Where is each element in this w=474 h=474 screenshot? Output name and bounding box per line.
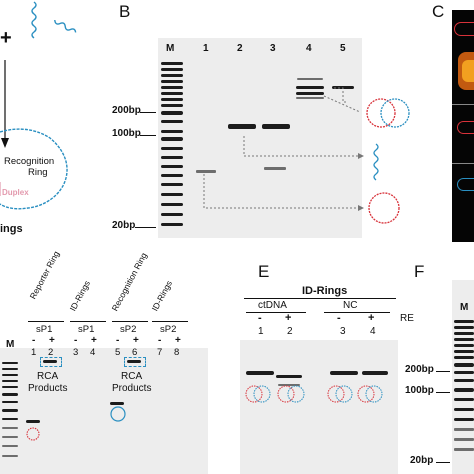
lane-label-2: 2 xyxy=(237,43,243,54)
fluor-ring-1 xyxy=(454,22,474,36)
ring-icons-e xyxy=(245,385,383,403)
sign-d-7: - xyxy=(158,335,162,346)
header-id-rings-1: ID-Rings xyxy=(67,278,92,313)
sp1-label-1: sP1 xyxy=(36,324,53,335)
red-ring-icon xyxy=(368,192,400,224)
band-d-lane1 xyxy=(26,420,40,423)
gel-d xyxy=(0,348,208,474)
lane-label-1: 1 xyxy=(203,43,209,54)
panel-letter-e: E xyxy=(258,262,270,281)
band-e-lane3 xyxy=(330,371,358,375)
band-d-lane5 xyxy=(110,402,124,405)
lane-e-4: 4 xyxy=(370,326,376,337)
linear-dna-icon xyxy=(373,143,379,181)
panel-letter-f: F xyxy=(414,262,425,281)
group-nc: NC xyxy=(343,300,358,311)
lane-label-3: 3 xyxy=(270,43,276,54)
gel-e xyxy=(240,340,398,474)
band-e-lane1 xyxy=(246,371,274,375)
lane-d-5: 5 xyxy=(115,347,121,358)
lane-label-m: M xyxy=(166,43,175,54)
lane-d-6: 6 xyxy=(132,347,138,358)
lane-label-4: 4 xyxy=(306,43,312,54)
ring-label: Ring xyxy=(28,167,48,178)
lane-d-2: 2 xyxy=(48,347,54,358)
arrow-down-icon xyxy=(1,60,9,148)
id-rings-title: ID-Rings xyxy=(302,285,348,297)
rca-box-2 xyxy=(124,357,146,367)
lane-d-8: 8 xyxy=(174,347,180,358)
marker-20bp-f: 20bp xyxy=(410,455,434,466)
marker-200bp-f: 200bp xyxy=(405,364,434,375)
band-lane1 xyxy=(196,170,216,173)
lane-label-m-d: M xyxy=(6,339,15,350)
sp2-label-1: sP2 xyxy=(120,324,137,335)
band-lane3-faint xyxy=(264,167,286,170)
rca-label-2: RCA xyxy=(121,371,143,382)
id-rings-label: ings xyxy=(0,223,23,235)
sign-d-2: + xyxy=(49,335,55,346)
panel-letter-b: B xyxy=(119,2,131,21)
sign-d-1: - xyxy=(32,335,36,346)
lane-d-4: 4 xyxy=(90,347,96,358)
lane-label-5: 5 xyxy=(340,43,346,54)
lane-e-1: 1 xyxy=(258,326,264,337)
double-ring-icon xyxy=(366,98,410,128)
sp1-label-2: sP1 xyxy=(78,324,95,335)
products-label-2: Products xyxy=(112,383,152,394)
marker-200bp-b: 200bp xyxy=(112,105,141,116)
rca-box-1 xyxy=(40,357,62,367)
fluor-ring-3 xyxy=(457,178,474,191)
marker-20bp-b: 20bp xyxy=(112,220,136,231)
sign-d-5: - xyxy=(116,335,120,346)
ssdna-wave-icon xyxy=(31,1,37,39)
duplex-label: Duplex xyxy=(2,188,29,197)
re-label: RE xyxy=(400,313,414,324)
plus-sign: + xyxy=(0,27,12,49)
fluor-ring-2 xyxy=(457,121,474,134)
group-ctdna: ctDNA xyxy=(258,300,287,311)
header-id-rings-2: ID-Rings xyxy=(149,278,174,313)
band-e-lane2 xyxy=(276,375,302,378)
sign-d-4: + xyxy=(91,335,97,346)
band-lane2 xyxy=(228,124,256,129)
sign-e-2: + xyxy=(285,312,292,324)
marker-100bp-b: 100bp xyxy=(112,128,141,139)
band-lane3 xyxy=(262,124,290,129)
band-e-lane4 xyxy=(362,371,388,375)
recognition-label: Recognition xyxy=(4,156,55,167)
products-label-1: Products xyxy=(28,383,68,394)
lane-d-3: 3 xyxy=(73,347,79,358)
lane-d-7: 7 xyxy=(157,347,163,358)
panel-letter-c: C xyxy=(432,2,445,21)
marker-100bp-f: 100bp xyxy=(405,385,434,396)
sp2-label-2: sP2 xyxy=(160,324,177,335)
sign-e-3: - xyxy=(337,312,341,324)
sign-d-3: - xyxy=(74,335,78,346)
sign-e-4: + xyxy=(368,312,375,324)
blue-ring-d-icon xyxy=(110,406,126,422)
annotation-lines xyxy=(203,87,364,211)
red-ring-d-icon xyxy=(26,427,40,441)
ssdna-wave-2-icon xyxy=(49,20,77,33)
header-reporter-ring: Reporter Ring xyxy=(27,249,62,301)
recognition-ring-icon xyxy=(0,128,68,210)
header-recognition-ring: Recognition Ring xyxy=(109,250,149,313)
gel-b xyxy=(158,38,362,238)
sign-d-6: + xyxy=(133,335,139,346)
lane-e-3: 3 xyxy=(340,326,346,337)
sign-e-1: - xyxy=(258,312,262,324)
lane-label-m-f: M xyxy=(460,302,469,313)
sign-d-8: + xyxy=(175,335,181,346)
lane-e-2: 2 xyxy=(287,326,293,337)
rca-label-1: RCA xyxy=(37,371,59,382)
lane-d-1: 1 xyxy=(31,347,37,358)
